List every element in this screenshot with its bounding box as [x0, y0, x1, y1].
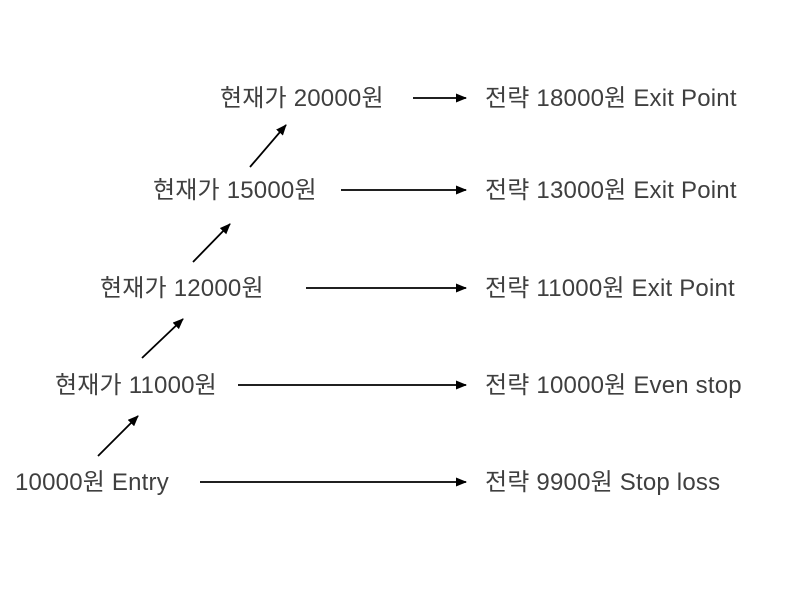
- current-price-label-row2: 현재가 15000원: [153, 177, 317, 204]
- diagonal-up-arrow-4: [249, 124, 287, 168]
- strategy-label-row3: 전략 11000원 Exit Point: [485, 275, 735, 302]
- diagonal-up-arrow-1: [97, 415, 139, 457]
- strategy-label-row2: 전략 13000원 Exit Point: [485, 177, 737, 204]
- entry-price-label-row5: 10000원 Entry: [15, 469, 169, 496]
- diagonal-up-arrow-2: [141, 318, 184, 359]
- strategy-label-row5: 전략 9900원 Stop loss: [485, 469, 721, 496]
- current-price-label-row1: 현재가 20000원: [220, 85, 384, 112]
- current-price-label-row4: 현재가 11000원: [55, 372, 217, 399]
- strategy-label-row4: 전략 10000원 Even stop: [485, 372, 742, 399]
- current-price-label-row3: 현재가 12000원: [100, 275, 264, 302]
- strategy-label-row1: 전략 18000원 Exit Point: [485, 85, 737, 112]
- diagonal-up-arrow-3: [192, 223, 231, 263]
